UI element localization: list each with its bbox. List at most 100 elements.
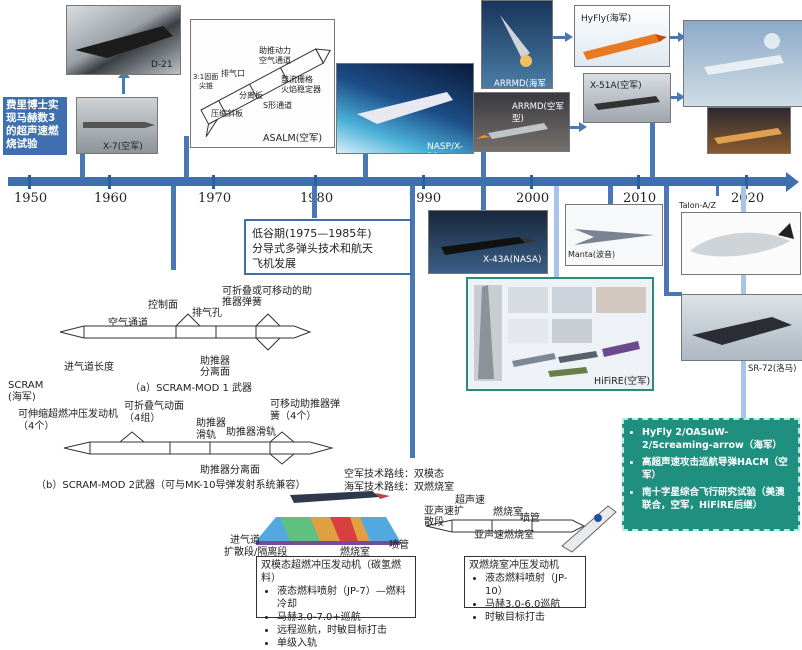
hyfly-missile-icon [583,34,667,60]
asalm-label-8: 压缩斜板 [211,109,243,118]
connector-talon [664,186,669,294]
d21-aircraft-icon [75,26,173,58]
photo-asalm: 助推动力 空气通道 排气口 3:1固面 尖锥 分离板 整流栅格 火焰稳定器 压缩… [190,19,335,148]
year-label-1960: 1960 [94,191,128,206]
future-program-1: 高超声速攻击巡航导弹HACM（空军） [642,456,792,482]
dual-mode-item-0: 液态燃料喷射（JP-7）—燃料冷却 [277,585,411,611]
future-aircraft-icon [704,33,784,75]
asalm-label-9: S形通道 [263,101,293,110]
label-hifire: HiFiRE(空军) [594,376,651,387]
year-tick-1960 [108,175,111,189]
dual-mode-box: 双模态超燃冲压发动机（碳氢燃料） 液态燃料喷射（JP-7）—燃料冷却 马赫3.0… [256,556,416,649]
asalm-label-4: 尖锥 [199,82,213,90]
label-manta: Manta(波音) [568,250,616,259]
early-experiment-box: 费里博士实现马赫数3的超声速燃烧试验 [3,97,67,155]
connector-manta [608,186,613,204]
year-label-2010: 2010 [623,191,657,206]
year-label-1970: 1970 [198,191,232,206]
dual-comb-label-2: 亚声速扩散段 [424,506,464,528]
photo-hyfly: HyFly(海军) [574,5,670,67]
connector-sr72 [716,186,719,196]
label-arrmd-af: ARRMD(空军型) [512,102,564,124]
photo-future-bottom [707,107,791,154]
asalm-label-2: 排气口 [221,69,245,78]
dual-comb-item-1: 马赫3.0-6.0巡航 [485,598,581,611]
mod1-label-4: 进气道长度 [64,362,114,373]
future-program-0: HyFly 2/OASuW-2/Screaming-arrow（海军） [642,426,792,452]
photo-manta: Manta(波音) [565,204,663,266]
scram-mod1-diagram [59,313,312,351]
x51a-missile-icon [594,96,660,110]
connector-nasp [363,150,368,178]
arrow-arrmd-to-hyfly [552,36,566,39]
dual-mode-item-3: 单级入轨 [277,637,411,650]
dual-mode-engine-diagram [256,491,400,545]
future-programs-box: HyFly 2/OASuW-2/Screaming-arrow（海军） 高超声速… [622,418,800,531]
arrow-x51a-to-right [668,96,678,99]
arrowhead-hyfly [565,32,573,42]
connector-lowperiod [312,186,317,218]
asalm-label-1: 空气通道 [259,56,291,65]
label-x7: X-7(空军) [103,142,143,152]
low-period-line1: 低谷期(1975—1985年) [252,227,372,240]
dual-comb-label-1: 燃烧室 [493,507,523,518]
arrowhead-x51a [579,122,587,132]
dual-comb-label-3: 喷管 [520,513,540,524]
year-tick-1990 [422,175,425,189]
label-x43a: X-43A(NASA) [483,255,542,265]
connector-techroute [410,186,415,458]
photo-nasp: NASP/X-30 [336,63,474,154]
year-tick-2020 [745,175,748,189]
x43a-aircraft-icon [441,237,537,255]
photo-d21: D-21 [66,5,181,75]
mod2-label-0: 可伸缩超燃冲压发动机（4个） [18,409,118,432]
asalm-label-5: 分离板 [239,91,263,100]
arrmd-navy-missile-icon [500,15,532,67]
year-label-1950: 1950 [14,191,48,206]
arrow-arrmd-to-x51a [570,126,580,129]
photo-hifire-collage: HiFiRE(空军) [466,277,654,391]
dual-comb-box: 双燃烧室冲压发动机 液态燃料喷射（JP-10） 马赫3.0-6.0巡航 时敏目标… [464,556,586,623]
mod2-label-1: 可折叠气动面（4组） [124,401,184,424]
talon-aircraft-icon [690,223,794,257]
connector-arrmd [481,150,486,178]
arrmd-af-missile-icon [476,123,548,139]
tech-route-line1: 空军技术路线：双模态 [344,469,444,480]
label-talon: Talon-A/Z [679,201,717,210]
mod1-label-3: 排气孔 [192,308,222,319]
asalm-label-0: 助推动力 [259,46,291,55]
mod2-label-2: 助推器滑轨 [196,418,226,441]
year-tick-1970 [212,175,215,189]
year-tick-1950 [28,175,31,189]
low-period-box: 低谷期(1975—1985年) 分导式多弹头技术和航天 飞机发展 [244,219,412,275]
photo-x43a: X-43A(NASA) [428,210,548,274]
scram-mod2-diagram [63,431,334,465]
dual-mode-label-3: 喷管 [389,540,409,551]
connector-asalm [184,136,189,178]
label-arrmd-navy: ARRMD(海军型) [494,79,546,89]
label-hyfly: HyFly(海军) [581,14,632,24]
connector-x43a [481,186,486,212]
arrow-x7-to-d21 [122,76,125,94]
dual-comb-title: 双燃烧室冲压发动机 [469,560,559,571]
dual-comb-label-0: 超声速 [455,495,485,506]
asalm-label-7: 火焰稳定器 [281,85,321,94]
mod1-caption: （a）SCRAM-MOD 1 武器 [130,383,252,394]
x7-missile-icon [83,122,155,128]
year-label-1990: 1990 [408,191,442,206]
dual-comb-item-2: 时敏目标打击 [485,611,581,624]
nasp-aircraft-icon [357,92,453,124]
low-period-line2: 分导式多弹头技术和航天 [252,242,373,255]
future-program-2: 南十字星综合飞行研究试验（美澳联合，空军，HiFiRE后继） [642,486,792,512]
year-tick-1980 [314,175,317,189]
connector-x7 [80,150,85,178]
photo-sr72 [681,294,802,361]
year-tick-2010 [637,175,640,189]
year-tick-2000 [530,175,533,189]
dual-mode-label-0: 进气道 [230,535,260,546]
dual-comb-label-4: 亚声速燃烧室 [474,530,534,541]
label-sr72: SR-72(洛马) [748,364,797,374]
timeline-axis [8,177,788,186]
arrow-hyfly-to-right [669,36,679,39]
connector-x51a [650,120,655,178]
